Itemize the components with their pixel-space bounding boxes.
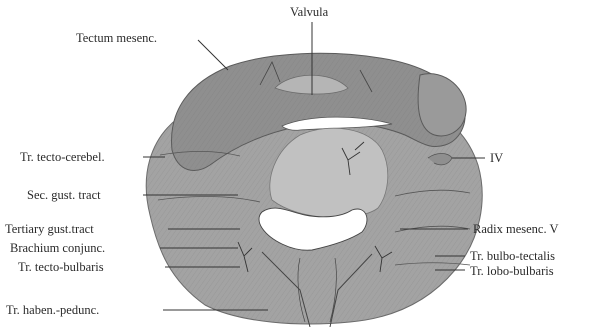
label-sec-gust-tract: Sec. gust. tract	[27, 189, 101, 202]
label-iv: IV	[490, 152, 503, 165]
label-tectum-mesenc: Tectum mesenc.	[76, 32, 157, 45]
right-lobe	[418, 74, 466, 136]
label-valvula: Valvula	[290, 6, 328, 19]
label-brachium-conjunc: Brachium conjunc.	[10, 242, 105, 255]
label-tr-haben-pedunc: Tr. haben.-pedunc.	[6, 304, 99, 317]
label-tr-bulbo-tectalis: Tr. bulbo-tectalis	[470, 250, 555, 263]
label-tertiary-gust-tract: Tertiary gust.tract	[5, 223, 94, 236]
label-tr-tecto-cerebel: Tr. tecto-cerebel.	[20, 151, 105, 164]
label-radix-mesenc-v: Radix mesenc. V	[473, 223, 559, 236]
label-tr-lobo-bulbaris: Tr. lobo-bulbaris	[470, 265, 554, 278]
label-tr-tecto-bulbaris: Tr. tecto-bulbaris	[18, 261, 104, 274]
